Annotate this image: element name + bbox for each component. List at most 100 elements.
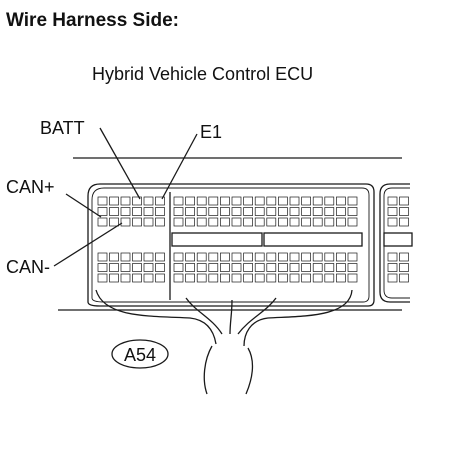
pin-cavity <box>399 196 409 206</box>
pin-cavity <box>243 217 253 227</box>
pin-cavity <box>289 252 300 262</box>
pin-cavity <box>289 263 300 272</box>
pin-cavity <box>120 207 131 216</box>
pin-cavity <box>347 252 358 262</box>
pin-cavity <box>387 273 398 283</box>
pin-cavity <box>173 207 184 216</box>
pin-cavity <box>324 217 335 227</box>
pin-cavity <box>336 252 346 262</box>
pin-cavity <box>399 217 409 227</box>
pin-cavity <box>208 207 219 216</box>
pin-cavity <box>324 252 335 262</box>
pin-cavity <box>143 196 154 206</box>
wire-harness <box>95 289 353 395</box>
pin-cavity <box>254 263 265 272</box>
label-can-plus: CAN+ <box>6 177 55 197</box>
pin-cavity <box>196 196 207 206</box>
connector-id: A54 <box>124 345 156 365</box>
connector-housing-main <box>87 183 375 307</box>
pin-cavity <box>120 196 131 206</box>
pin-cavity <box>196 207 207 216</box>
pin-cavity <box>109 207 119 216</box>
pin-cavity <box>143 207 154 216</box>
pin-cavity <box>278 263 288 272</box>
pin-cavity <box>336 217 346 227</box>
pin-cavity <box>336 207 346 216</box>
pin-cavity <box>208 263 219 272</box>
pin-cavity <box>208 217 219 227</box>
pin-cavity <box>312 196 323 206</box>
pin-cavity <box>289 196 300 206</box>
pin-cavity <box>143 273 154 283</box>
pin-cavity <box>120 217 131 227</box>
pin-cavity <box>312 207 323 216</box>
pin-cavity <box>254 273 265 283</box>
pin-cavity <box>266 217 277 227</box>
pin-cavity <box>132 196 142 206</box>
pin-cavity <box>336 263 346 272</box>
pin-cavity <box>289 207 300 216</box>
label-can-minus: CAN- <box>6 257 50 277</box>
pin-cavity <box>399 273 409 283</box>
pin-cavity <box>231 217 242 227</box>
pin-cavity <box>196 273 207 283</box>
pin-cavity <box>143 217 154 227</box>
pin-cavity <box>324 207 335 216</box>
pin-cavity <box>266 263 277 272</box>
pin-cavity <box>266 207 277 216</box>
pin-cavity <box>301 273 311 283</box>
connector-latch-left <box>171 232 263 247</box>
pin-cavity <box>387 263 398 272</box>
pin-cavity <box>220 252 230 262</box>
pin-cavity <box>301 263 311 272</box>
pin-cavity <box>185 196 195 206</box>
pin-cavity <box>173 252 184 262</box>
pin-cavity <box>399 207 409 216</box>
pin-cavity <box>387 207 398 216</box>
pin-cavity <box>289 273 300 283</box>
pin-cavity <box>278 217 288 227</box>
connector-latch-right <box>263 232 363 247</box>
pin-cavity <box>347 273 358 283</box>
pin-cavity <box>185 263 195 272</box>
pin-cavity <box>155 217 165 227</box>
pin-cavity <box>120 273 131 283</box>
pin-cavity <box>301 207 311 216</box>
pin-cavity <box>97 263 108 272</box>
pin-cavity <box>243 196 253 206</box>
connector-id-ellipse <box>111 339 169 369</box>
pin-cavity <box>109 263 119 272</box>
ecu-name: Hybrid Vehicle Control ECU <box>92 64 313 84</box>
pin-cavity <box>173 273 184 283</box>
pin-cavity <box>278 252 288 262</box>
pin-cavity <box>132 252 142 262</box>
pin-block-left-lower <box>97 252 165 283</box>
pin-cavity <box>231 273 242 283</box>
pin-cavity <box>155 273 165 283</box>
pin-cavity <box>243 263 253 272</box>
pin-cavity <box>185 273 195 283</box>
diagram-title: Wire Harness Side: <box>6 10 179 31</box>
pin-grid <box>97 196 409 283</box>
pin-cavity <box>387 252 398 262</box>
pin-cavity <box>220 263 230 272</box>
pin-cavity <box>231 252 242 262</box>
pin-cavity <box>324 273 335 283</box>
pin-cavity <box>312 263 323 272</box>
pin-cavity <box>254 207 265 216</box>
pin-cavity <box>97 196 108 206</box>
connector-id-tag: A54 <box>111 339 169 369</box>
pin-cavity <box>97 252 108 262</box>
pin-cavity <box>132 217 142 227</box>
pin-cavity <box>173 263 184 272</box>
pin-cavity <box>120 263 131 272</box>
pin-cavity <box>231 263 242 272</box>
pin-cavity <box>97 273 108 283</box>
pin-cavity <box>143 252 154 262</box>
pin-cavity <box>254 252 265 262</box>
pin-cavity <box>155 263 165 272</box>
pin-cavity <box>97 207 108 216</box>
pin-cavity <box>196 217 207 227</box>
pin-cavity <box>347 207 358 216</box>
